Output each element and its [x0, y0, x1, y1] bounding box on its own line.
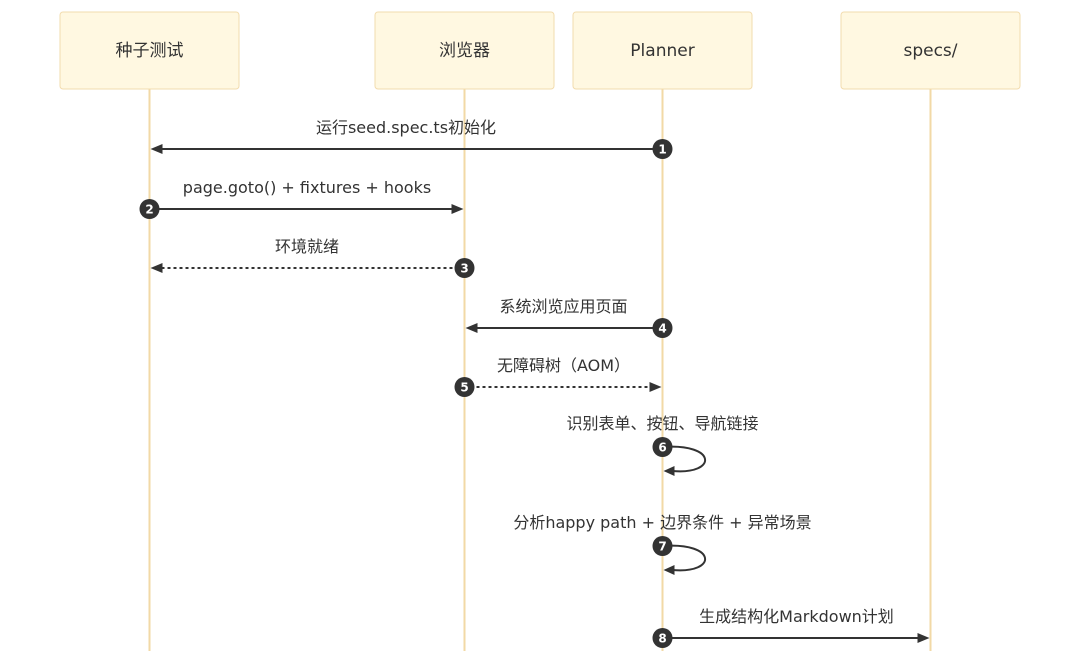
message-label: 系统浏览应用页面: [499, 297, 627, 316]
participant-browser[interactable]: 浏览器: [374, 11, 555, 90]
sequence-number-badge: 2: [139, 199, 160, 219]
participants: 种子测试 浏览器 Planner specs/: [59, 11, 1021, 90]
sequence-number: 7: [658, 540, 666, 554]
message-label: 分析happy path + 边界条件 + 异常场景: [513, 513, 811, 532]
participant-label: 种子测试: [116, 41, 184, 61]
message-label: 环境就绪: [275, 237, 339, 256]
message-8: 生成结构化Markdown计划 8: [652, 607, 930, 648]
sequence-number: 8: [658, 632, 666, 646]
arrowhead: [451, 204, 464, 214]
sequence-number-badge: 7: [652, 536, 673, 556]
sequence-number: 6: [658, 441, 666, 455]
message-line: [662, 544, 706, 572]
message-label: page.goto() + fixtures + hooks: [183, 178, 431, 197]
message-3: 环境就绪 3: [150, 237, 475, 278]
message-5: 无障碍树（AOM） 5: [454, 356, 662, 397]
sequence-number: 5: [460, 381, 468, 395]
arrowhead: [917, 633, 930, 643]
sequence-number-badge: 6: [652, 437, 673, 457]
sequence-number: 3: [460, 262, 468, 276]
message-4: 系统浏览应用页面 4: [465, 297, 673, 338]
sequence-number: 2: [145, 203, 153, 217]
message-label: 识别表单、按钮、导航链接: [566, 414, 758, 433]
message-2: page.goto() + fixtures + hooks 2: [139, 178, 464, 219]
arrowhead: [663, 565, 675, 575]
participant-planner[interactable]: Planner: [572, 11, 753, 90]
message-label: 无障碍树（AOM）: [497, 356, 630, 375]
sequence-number-badge: 3: [454, 258, 475, 278]
message-label: 生成结构化Markdown计划: [699, 607, 894, 626]
sequence-number-badge: 4: [652, 318, 673, 338]
sequence-number-badge: 5: [454, 377, 475, 397]
participant-label: specs/: [903, 41, 957, 61]
message-label: 运行seed.spec.ts初始化: [316, 118, 496, 137]
message-line: [662, 445, 706, 473]
sequence-number: 4: [658, 322, 666, 336]
sequence-number-badge: 8: [652, 628, 673, 648]
arrowhead: [465, 323, 478, 333]
sequence-number-badge: 1: [652, 139, 673, 159]
arrowhead: [150, 144, 163, 154]
message-1: 运行seed.spec.ts初始化 1: [150, 118, 673, 159]
messages: 运行seed.spec.ts初始化 1 page.goto() + fixtures…: [139, 118, 930, 648]
message-7: 分析happy path + 边界条件 + 异常场景 7: [513, 513, 812, 575]
arrowhead: [663, 466, 675, 476]
sequence-number: 1: [658, 143, 666, 157]
participant-label: 浏览器: [439, 41, 490, 61]
arrowhead: [150, 263, 163, 273]
participant-label: Planner: [630, 41, 694, 61]
participant-seed-test[interactable]: 种子测试: [59, 11, 240, 90]
message-6: 识别表单、按钮、导航链接 6: [566, 414, 759, 476]
lifelines: [148, 89, 932, 651]
participant-specs[interactable]: specs/: [840, 11, 1021, 90]
arrowhead: [649, 382, 662, 392]
